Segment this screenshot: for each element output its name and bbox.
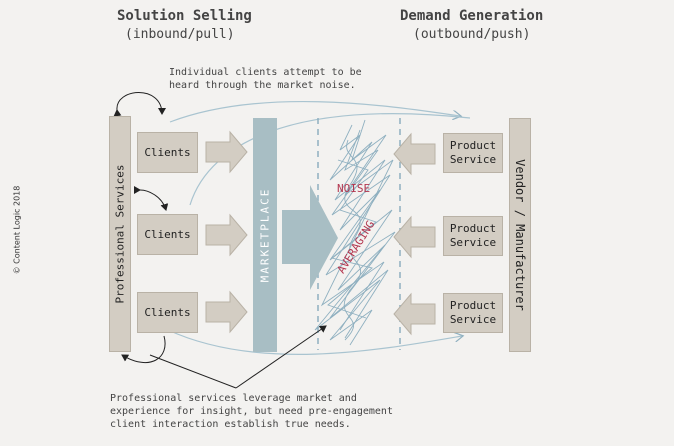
vendor-manufacturer-label: Vendor / Manufacturer — [513, 159, 527, 311]
client-label: Clients — [144, 228, 191, 241]
solution-selling-subtitle: (inbound/pull) — [125, 27, 235, 42]
solution-selling-title: Solution Selling — [117, 8, 252, 24]
product-label: Product Service — [449, 222, 497, 249]
product-label: Product Service — [449, 299, 497, 326]
market-arrow — [282, 185, 338, 290]
marketplace-bar: MARKETPLACE — [253, 118, 277, 352]
demand-generation-subtitle: (outbound/push) — [413, 27, 531, 42]
product-label: Product Service — [449, 139, 497, 166]
noise-label: NOISE — [337, 182, 371, 195]
interaction-arrows — [113, 92, 327, 389]
client-label: Clients — [144, 146, 191, 159]
product-box: Product Service — [443, 216, 503, 256]
top-note: Individual clients attempt to be heard t… — [169, 67, 362, 91]
bottom-note: Professional services leverage market an… — [110, 393, 393, 430]
marketplace-label: MARKETPLACE — [258, 187, 272, 283]
professional-services-label: Professional Services — [113, 164, 127, 304]
client-box: Clients — [137, 292, 198, 333]
client-box: Clients — [137, 214, 198, 255]
client-label: Clients — [144, 306, 191, 319]
noise-scribble — [314, 119, 396, 346]
product-box: Product Service — [443, 133, 503, 173]
signal-curve-bottom — [167, 329, 462, 355]
client-box: Clients — [137, 132, 198, 173]
signal-curve-top — [169, 100, 460, 123]
professional-services-bar: Professional Services — [109, 116, 131, 352]
demand-generation-title: Demand Generation — [400, 8, 544, 24]
product-box: Product Service — [443, 293, 503, 333]
product-arrows — [393, 132, 436, 336]
client-arrows — [205, 130, 248, 334]
vendor-manufacturer-bar: Vendor / Manufacturer — [509, 118, 531, 352]
